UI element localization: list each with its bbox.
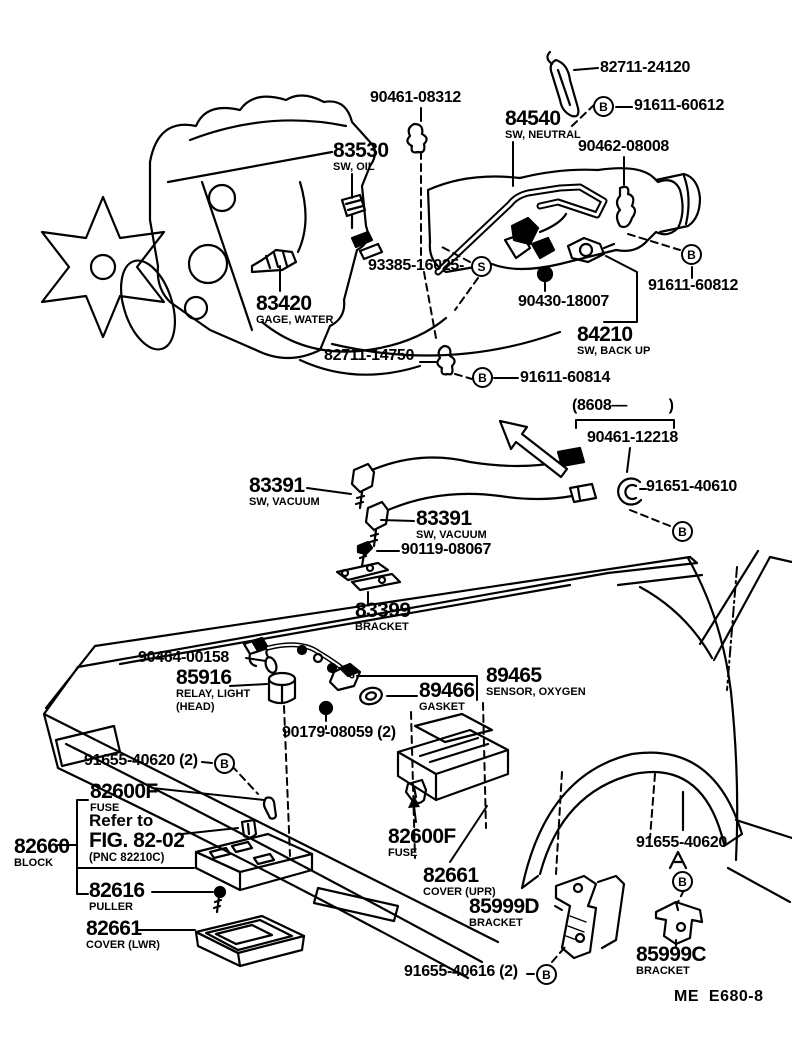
backup-switch-icon	[566, 236, 616, 264]
part-label-91611-60612: 91611-60612	[634, 97, 725, 114]
screw-icon	[358, 242, 384, 261]
part-label-93385-16025: 93385-16025-	[368, 257, 465, 274]
part-label-91611-60814: 91611-60814	[520, 369, 611, 386]
bolt-symbol-icon: B	[672, 871, 693, 892]
pillar-centerline	[726, 566, 738, 691]
part-label-82711-14750: 82711-14750	[324, 347, 415, 364]
screw-symbol-icon: S	[471, 256, 492, 277]
bolt-symbol-icon: B	[536, 964, 557, 985]
leader-lines	[57, 67, 693, 975]
clamp-icon	[406, 122, 428, 154]
part-label-90430-18007: 90430-18007	[518, 293, 610, 310]
connector-icon	[568, 482, 598, 504]
bracket-85999d-drawing	[554, 874, 626, 960]
water-temp-sender-icon	[250, 248, 298, 274]
part-label-91655-40620-right: 91655-40620	[636, 834, 728, 851]
clamp-icon	[617, 477, 643, 506]
clamp-icon	[546, 50, 580, 118]
relay-icon	[267, 677, 297, 705]
vacuum-switch-icon	[350, 462, 376, 510]
oil-switch-icon	[340, 193, 367, 230]
part-label-91655-40620-left: 91655-40620 (2)	[84, 752, 198, 769]
headlamp-icon	[54, 724, 122, 768]
screw-icon	[350, 230, 374, 249]
fuse-puller-icon	[262, 796, 278, 820]
bolt-icon	[213, 885, 227, 899]
transmission-drawing	[406, 50, 702, 506]
bolt-icon	[318, 700, 334, 716]
car-body-drawing	[42, 549, 792, 980]
bolt-icon	[356, 540, 374, 556]
production-range-label: (8608— )	[572, 397, 674, 414]
bolt-symbol-icon: B	[472, 367, 493, 388]
part-label-90461-08312: 90461-08312	[370, 89, 462, 106]
part-label-90464-00158: 90464-00158	[138, 649, 230, 666]
part-label-91655-40616: 91655-40616 (2)	[404, 963, 518, 980]
fuse-block-drawing	[194, 832, 314, 892]
bolt-symbol-icon: B	[681, 244, 702, 265]
clamp-icon	[615, 185, 637, 229]
gasket-icon	[359, 686, 383, 706]
part-label-90461-12218: 90461-12218	[587, 429, 679, 446]
part-label-90462-08008: 90462-08008	[578, 138, 670, 155]
dashed-leaders	[231, 102, 685, 963]
vacuum-switch-drawing	[335, 446, 598, 592]
engine-drawing	[40, 94, 562, 376]
part-label-82711-24120: 82711-24120	[600, 59, 691, 76]
part-label-91651-40610: 91651-40610	[646, 478, 738, 495]
bracket-icon	[335, 561, 402, 592]
grille-slot-icon	[312, 886, 400, 923]
bracket-85999c-drawing	[654, 900, 704, 946]
drain-plug-icon	[536, 265, 554, 283]
vacuum-switch-icon	[364, 500, 390, 548]
figure-code: ME E680-8	[674, 988, 764, 1005]
oxygen-sensor-drawing	[242, 636, 383, 716]
bolt-symbol-icon: B	[593, 96, 614, 117]
part-label-91611-60812: 91611-60812	[648, 277, 739, 294]
clamp-icon	[436, 344, 456, 376]
clamp-icon	[264, 656, 278, 674]
part-label-90179-08059: 90179-08059 (2)	[282, 724, 396, 741]
direction-arrow-icon	[498, 419, 569, 479]
part-label-90119-08067: 90119-08067	[401, 541, 492, 558]
bolt-symbol-icon: B	[672, 521, 693, 542]
connector-icon	[556, 446, 586, 468]
fuse-puller-icon	[240, 818, 258, 839]
bolt-symbol-icon: B	[214, 753, 235, 774]
fan-blade-icon	[40, 195, 166, 339]
cover-lower-drawing	[194, 914, 306, 968]
clip-icon	[668, 850, 688, 870]
cover-upper-drawing	[396, 712, 510, 802]
